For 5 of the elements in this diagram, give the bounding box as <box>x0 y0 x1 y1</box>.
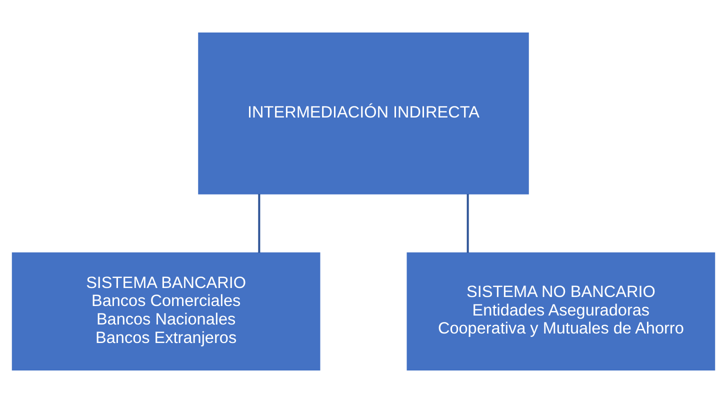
node-box: INTERMEDIACIÓN INDIRECTA <box>198 32 529 194</box>
node-box: SISTEMA NO BANCARIO Entidades Aseguradoras Cooperativa y Mutuales de Ahorro <box>406 252 716 370</box>
connector <box>466 194 469 253</box>
node-box: SISTEMA BANCARIO Bancos Comerciales Bancos Nacionales Bancos Extranjeros <box>12 252 320 370</box>
connector <box>258 194 260 253</box>
